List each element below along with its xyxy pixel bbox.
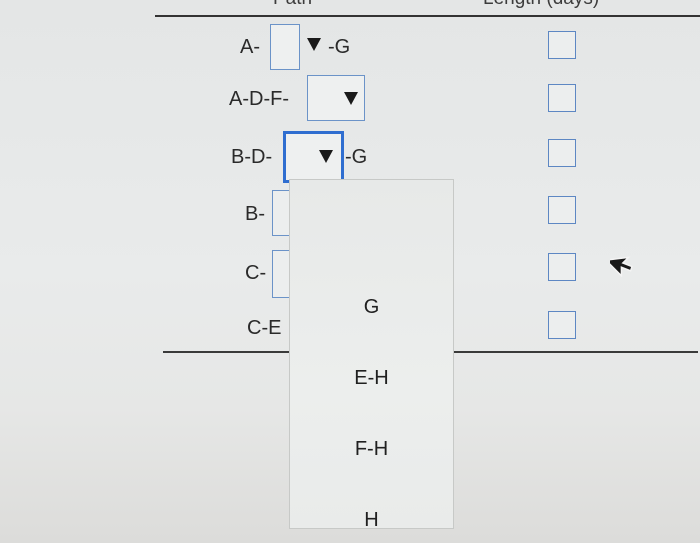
dropdown-option[interactable]: H <box>364 509 379 531</box>
row6-prefix: C-E <box>247 317 282 339</box>
row3-length-input[interactable] <box>548 139 576 167</box>
row5-path-dropdown[interactable] <box>272 250 290 298</box>
row1-dropdown-arrow-icon[interactable] <box>307 38 321 51</box>
row1-prefix: A- <box>240 36 260 58</box>
row3-dropdown-arrow-icon[interactable] <box>319 150 333 163</box>
row2-prefix: A-D-F- <box>229 88 289 110</box>
dropdown-option[interactable]: G <box>363 296 380 318</box>
path-column-header: Path <box>273 0 312 10</box>
row3-path-dropdown[interactable] <box>283 131 344 183</box>
row4-length-input[interactable] <box>548 196 576 224</box>
row3-prefix: B-D- <box>231 146 273 168</box>
row2-dropdown-arrow-icon[interactable] <box>344 92 358 105</box>
row5-prefix: C- <box>245 262 267 284</box>
row6-length-input[interactable] <box>548 311 576 339</box>
row5-length-input[interactable] <box>548 253 576 281</box>
dropdown-option[interactable]: E-H <box>354 367 389 389</box>
mouse-pointer-icon <box>610 256 633 277</box>
row4-path-dropdown[interactable] <box>272 190 290 236</box>
row1-suffix: -G <box>328 36 351 58</box>
header-rule <box>155 15 700 17</box>
dropdown-options-list[interactable]: G E-H F-H H <box>289 179 454 531</box>
row1-length-input[interactable] <box>548 31 576 59</box>
row2-path-dropdown[interactable] <box>307 75 365 121</box>
row1-path-dropdown[interactable] <box>270 24 300 70</box>
row4-prefix: B- <box>245 203 265 225</box>
length-column-header: Length (days) <box>483 0 599 10</box>
dropdown-option[interactable]: F-H <box>354 438 389 460</box>
row2-length-input[interactable] <box>548 84 576 112</box>
row3-suffix: -G <box>345 146 368 168</box>
